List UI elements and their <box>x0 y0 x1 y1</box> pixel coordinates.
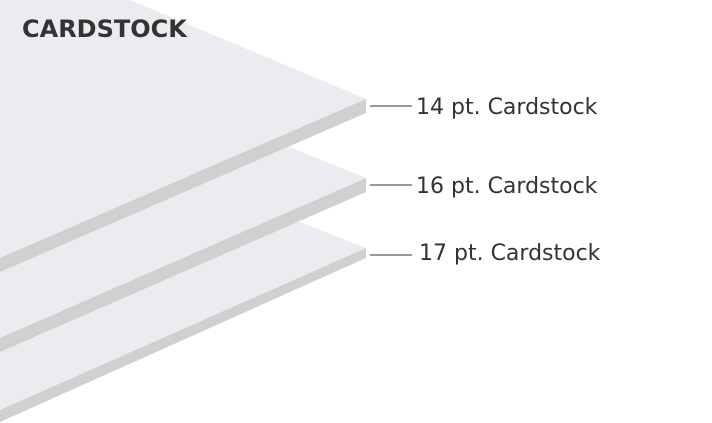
label-17pt: 17 pt. Cardstock <box>419 241 601 266</box>
sheet-14pt-edge <box>0 99 366 272</box>
sheet-16pt-edge <box>0 178 366 352</box>
sheet-17pt-edge <box>0 248 366 422</box>
label-14pt: 14 pt. Cardstock <box>416 95 598 120</box>
sheet-14pt-top <box>0 0 366 258</box>
sheet-14pt <box>0 0 366 272</box>
label-16pt: 16 pt. Cardstock <box>416 174 598 199</box>
page-title: CARDSTOCK <box>22 15 188 43</box>
